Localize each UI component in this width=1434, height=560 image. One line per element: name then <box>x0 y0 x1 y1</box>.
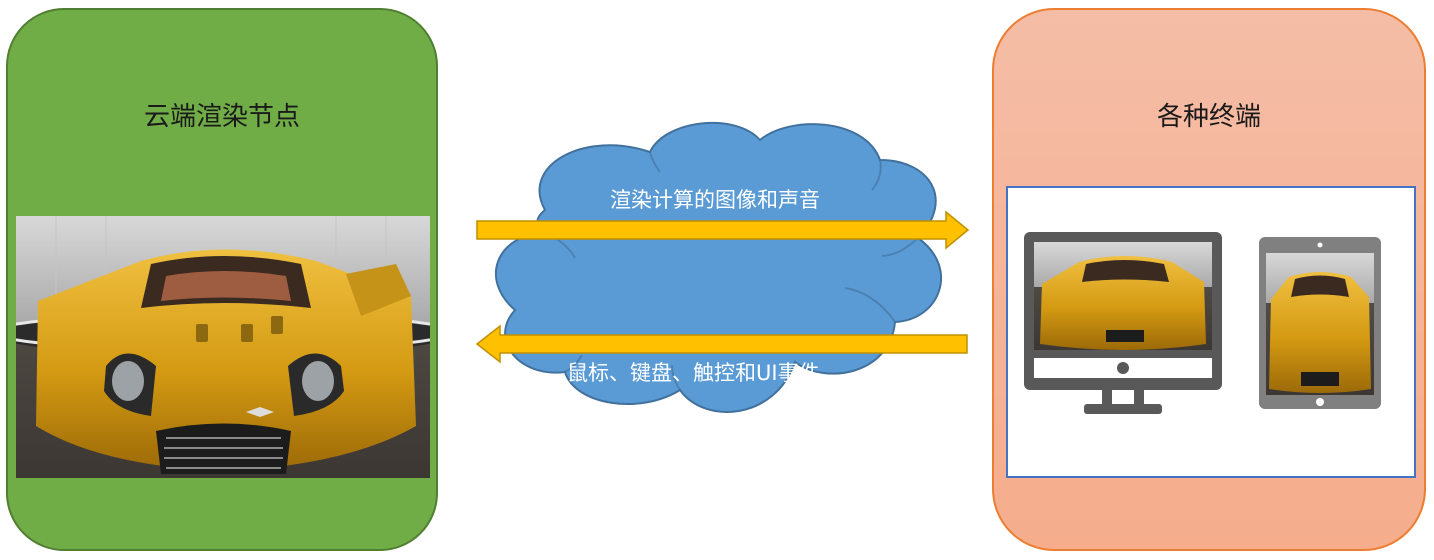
devices-box <box>1006 186 1416 478</box>
terminals-title: 各种终端 <box>1156 102 1261 132</box>
car-render-photo <box>16 216 430 478</box>
cloud-render-node-panel: 云端渲染节点 <box>6 8 438 551</box>
input-events-label: 鼠标、键盘、触控和UI事件 <box>567 361 820 385</box>
terminals-panel: 各种终端 <box>992 8 1426 551</box>
cloud-render-node-title: 云端渲染节点 <box>143 102 300 132</box>
desktop-monitor-icon <box>1024 232 1222 414</box>
tablet-device-icon <box>1259 237 1381 409</box>
upstream-arrow <box>475 324 968 364</box>
downstream-arrow <box>476 210 970 250</box>
images-and-audio-label: 渲染计算的图像和声音 <box>610 188 820 212</box>
